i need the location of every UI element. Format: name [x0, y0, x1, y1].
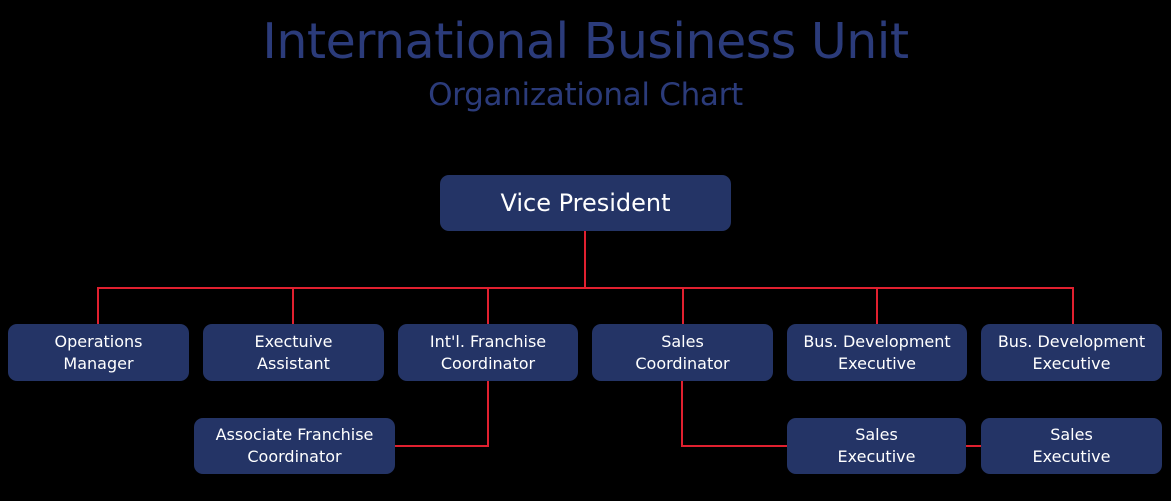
node-bus-development-executive-2[interactable]: Bus. Development Executive [981, 324, 1162, 381]
chart-subtitle: Organizational Chart [428, 77, 743, 113]
connector-sales-down [681, 381, 683, 447]
connector-vp-stem [584, 231, 586, 289]
node-label: Vice President [500, 189, 671, 217]
connector-franchise-to-associate [395, 445, 489, 447]
node-bus-development-executive-1[interactable]: Bus. Development Executive [787, 324, 967, 381]
node-sales-executive-1[interactable]: Sales Executive [787, 418, 966, 474]
node-label: Associate Franchise Coordinator [215, 425, 374, 466]
node-sales-executive-2[interactable]: Sales Executive [981, 418, 1162, 474]
connector-exec1-to-exec2 [966, 445, 982, 447]
chart-title: International Business Unit [262, 13, 909, 70]
node-label: Operations Manager [54, 331, 143, 373]
node-label: Sales Coordinator [635, 331, 730, 373]
connector-drop-3 [487, 287, 489, 325]
node-label: Exectuive Assistant [254, 331, 333, 373]
node-sales-coordinator[interactable]: Sales Coordinator [592, 324, 773, 381]
node-label: Sales Executive [837, 425, 916, 466]
node-associate-franchise-coordinator[interactable]: Associate Franchise Coordinator [194, 418, 395, 474]
node-vice-president[interactable]: Vice President [440, 175, 731, 231]
connector-drop-4 [682, 287, 684, 325]
node-intl-franchise-coordinator[interactable]: Int'l. Franchise Coordinator [398, 324, 578, 381]
node-label: Int'l. Franchise Coordinator [429, 331, 547, 373]
connector-sales-to-exec1 [681, 445, 788, 447]
connector-drop-6 [1072, 287, 1074, 325]
connector-drop-1 [97, 287, 99, 325]
connector-drop-2 [292, 287, 294, 325]
node-executive-assistant[interactable]: Exectuive Assistant [203, 324, 384, 381]
node-label: Bus. Development Executive [997, 331, 1146, 373]
node-label: Sales Executive [1032, 425, 1111, 466]
connector-drop-5 [876, 287, 878, 325]
node-operations-manager[interactable]: Operations Manager [8, 324, 189, 381]
connector-main-bus [97, 287, 1074, 289]
node-label: Bus. Development Executive [803, 331, 951, 373]
connector-franchise-down [487, 381, 489, 447]
